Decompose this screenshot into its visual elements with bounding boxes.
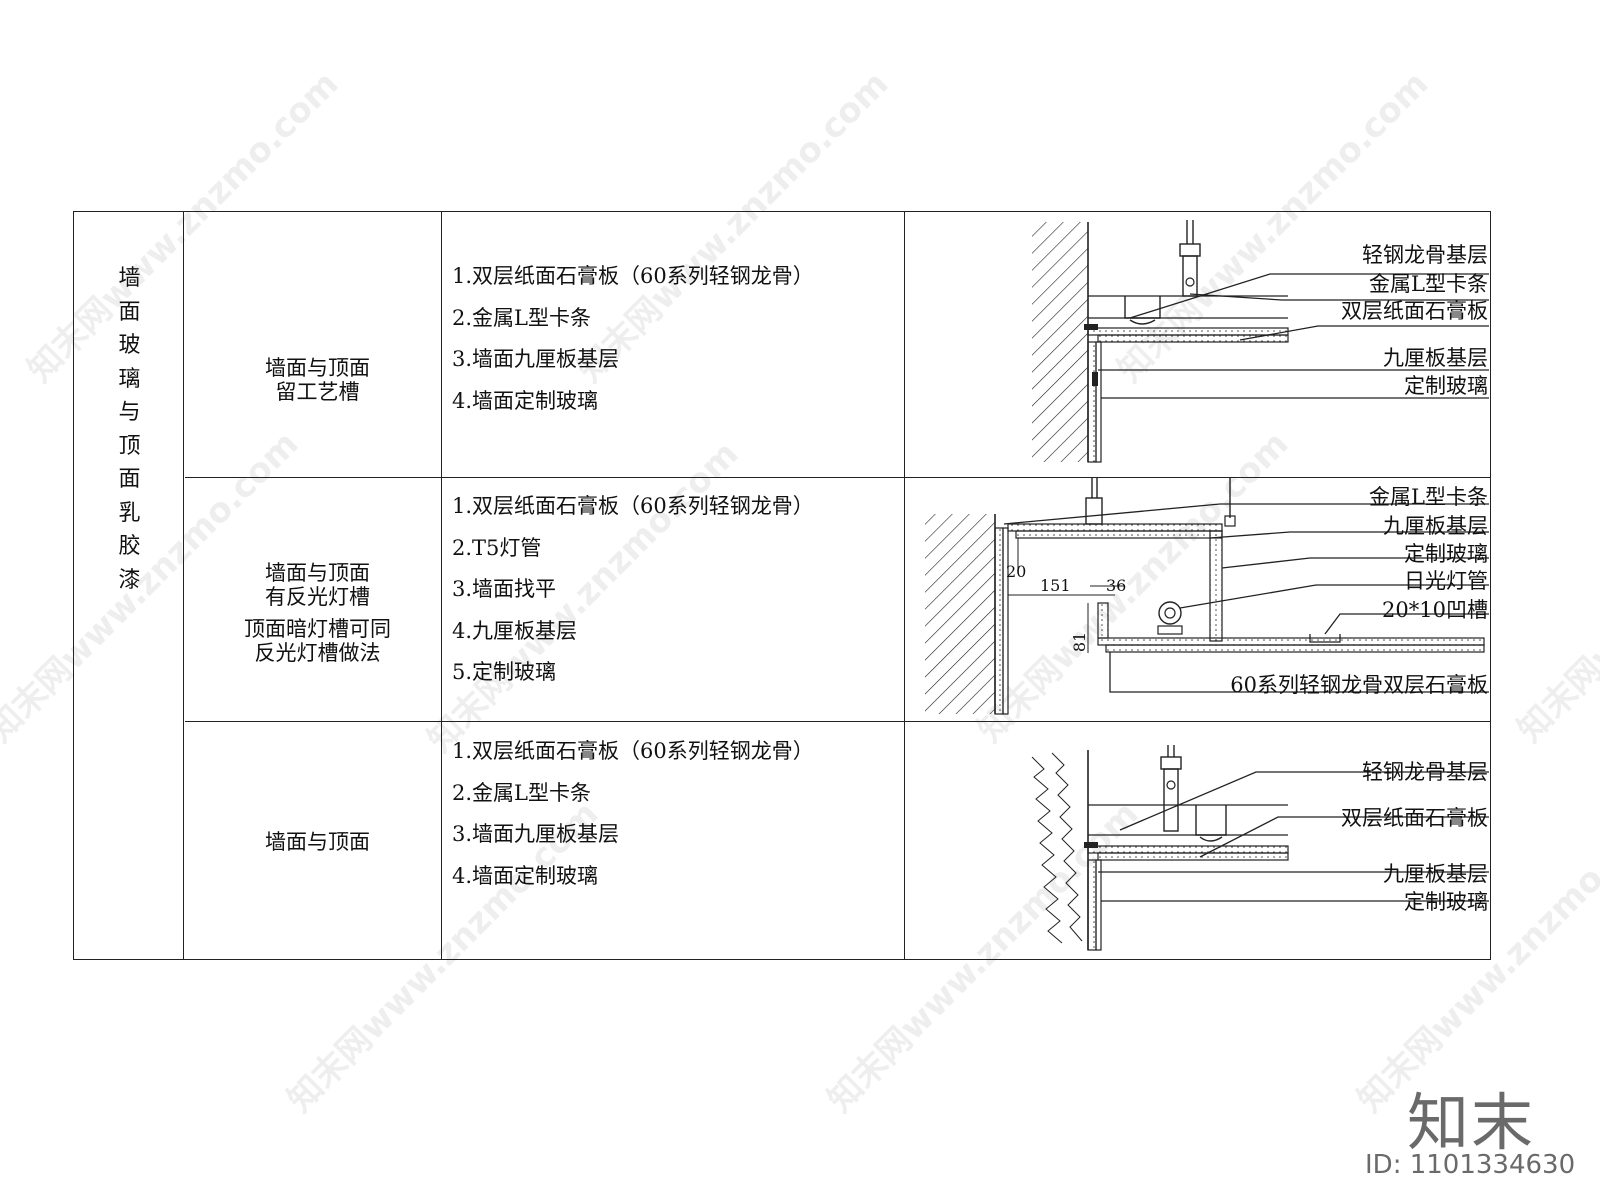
drawing-3-label: 双层纸面石膏板 <box>1341 806 1488 830</box>
drawing-2-label: 九厘板基层 <box>1383 514 1488 538</box>
detail-drawing-3 <box>1031 745 1489 951</box>
row-2-name: 墙面与顶面有反光灯槽 顶面暗灯槽可同反光灯槽做法 <box>244 561 391 665</box>
image-id-label: ID: 1101334630 <box>1365 1150 1576 1180</box>
column-divider <box>904 212 905 959</box>
row-divider <box>185 721 1490 722</box>
list-item: 3.墙面九厘板基层 <box>452 822 620 846</box>
list-item: 4.墙面定制玻璃 <box>452 388 599 413</box>
drawing-2-label: 日光灯管 <box>1404 569 1488 593</box>
drawing-1-label: 定制玻璃 <box>1404 374 1488 398</box>
list-item: 1.双层纸面石膏板（60系列轻钢龙骨） <box>452 739 814 763</box>
drawing-2-label: 定制玻璃 <box>1404 542 1488 566</box>
column-divider <box>441 212 442 959</box>
list-item: 2.金属L型卡条 <box>452 305 591 330</box>
row-1-items: 1.双层纸面石膏板（60系列轻钢龙骨） 2.金属L型卡条 3.墙面九厘板基层 4… <box>452 256 912 422</box>
drawing-3-label: 定制玻璃 <box>1404 890 1488 914</box>
construction-detail-table: 墙面 玻璃 与顶 面乳 胶漆 墙面与顶面留工艺槽 1.双层纸面石膏板（60系列轻… <box>73 211 1491 960</box>
row-divider <box>185 477 1490 478</box>
dimension-label: 81 <box>1070 631 1090 653</box>
drawing-3-label: 轻钢龙骨基层 <box>1362 760 1488 784</box>
category-label: 墙面 玻璃 与顶 面乳 胶漆 <box>118 266 141 593</box>
dimension-label: 36 <box>1106 576 1127 595</box>
row-1-name: 墙面与顶面留工艺槽 <box>265 356 370 404</box>
dimension-label: 151 <box>1040 576 1071 595</box>
list-item: 5.定制玻璃 <box>452 660 557 684</box>
row-3-items: 1.双层纸面石膏板（60系列轻钢龙骨） 2.金属L型卡条 3.墙面九厘板基层 4… <box>452 731 912 897</box>
drawing-2-label: 金属L型卡条 <box>1369 485 1488 509</box>
drawing-1-label: 金属L型卡条 <box>1369 272 1488 296</box>
list-item: 2.T5灯管 <box>452 535 542 560</box>
dimension-label: 20 <box>1006 562 1027 581</box>
drawing-1-label: 双层纸面石膏板 <box>1341 299 1488 323</box>
watermark-text: 知末网www.znzmo.com <box>1510 423 1600 751</box>
drawing-2-label: 60系列轻钢龙骨双层石膏板 <box>1230 673 1488 697</box>
drawing-1-label: 轻钢龙骨基层 <box>1362 243 1488 267</box>
detail-drawing-2 <box>925 478 1489 715</box>
list-item: 4.九厘板基层 <box>452 618 578 643</box>
list-item: 3.墙面找平 <box>452 577 557 601</box>
list-item: 3.墙面九厘板基层 <box>452 347 620 371</box>
row-2-items: 1.双层纸面石膏板（60系列轻钢龙骨） 2.T5灯管 3.墙面找平 4.九厘板基… <box>452 486 912 694</box>
list-item: 1.双层纸面石膏板（60系列轻钢龙骨） <box>452 264 814 288</box>
drawing-3-label: 九厘板基层 <box>1383 862 1488 886</box>
column-divider <box>183 212 184 959</box>
brand-logo: 知末 <box>1407 1086 1536 1159</box>
list-item: 1.双层纸面石膏板（60系列轻钢龙骨） <box>452 494 814 518</box>
row-3-name: 墙面与顶面 <box>265 830 370 854</box>
detail-drawing-1 <box>1032 220 1489 463</box>
list-item: 2.金属L型卡条 <box>452 780 591 805</box>
drawing-1-label: 九厘板基层 <box>1383 346 1488 370</box>
list-item: 4.墙面定制玻璃 <box>452 863 599 888</box>
drawing-2-label: 20*10凹槽 <box>1382 598 1488 622</box>
